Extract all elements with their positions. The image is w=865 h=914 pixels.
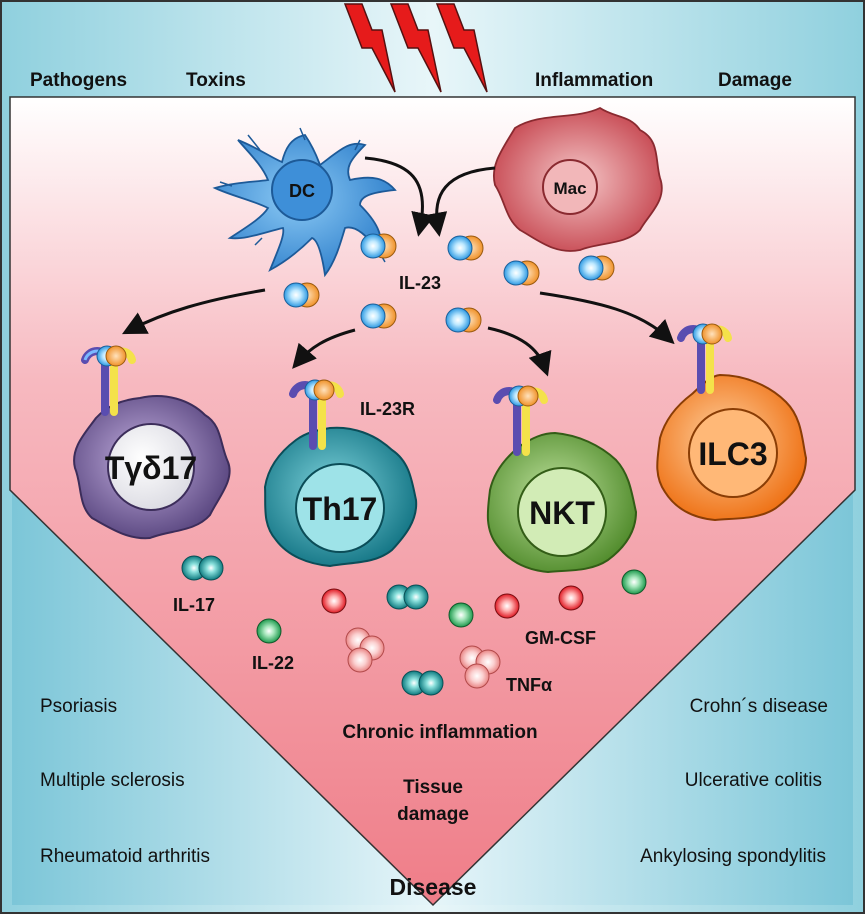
lightning-bolt-icon — [435, 3, 488, 93]
label-il17: IL-17 — [173, 595, 215, 615]
disease-right-item: Crohn´s disease — [690, 696, 828, 717]
gmcsf-cytokine — [321, 588, 347, 614]
label-disease: Disease — [390, 874, 477, 900]
disease-left-item: Multiple sclerosis — [40, 770, 185, 791]
nkt-cell: NKT — [486, 431, 638, 574]
il17-cytokine — [181, 555, 224, 581]
lightning-bolt-icons — [343, 3, 488, 93]
il17-cytokine — [386, 584, 429, 610]
tgd17-cell: Tγδ17 — [73, 394, 231, 540]
gmcsf-cytokine — [558, 585, 584, 611]
label-il23r: IL-23R — [360, 399, 415, 419]
label-toxins: Toxins — [186, 70, 246, 91]
il23-cytokine — [445, 307, 482, 333]
label-damage: Damage — [718, 70, 792, 91]
lightning-bolt-icon — [389, 3, 442, 93]
il23-cytokine — [360, 233, 397, 259]
label-pathogens: Pathogens — [30, 70, 127, 91]
arrow-to-tgd17 — [121, 288, 266, 335]
disease-left-item: Rheumatoid arthritis — [40, 846, 210, 867]
arrow-to-nkt — [487, 326, 552, 377]
il23-cytokine — [578, 255, 615, 281]
label-tgd17: Tγδ17 — [105, 450, 197, 486]
label-tnfa: TNFα — [506, 675, 552, 695]
il23-receptors — [81, 323, 732, 456]
il22-cytokine — [256, 618, 282, 644]
il23-cytokine — [360, 303, 397, 329]
tnfa-cytokine — [459, 645, 501, 689]
il23-receptor — [81, 345, 136, 416]
label-gmcsf: GM-CSF — [525, 628, 596, 648]
th17-cell: Th17 — [263, 426, 418, 568]
label-dc: DC — [289, 181, 315, 201]
label-tissue: Tissue — [403, 777, 463, 798]
arrow-mac-to-il23 — [423, 166, 496, 237]
arrow-dc-to-il23 — [364, 156, 435, 237]
lightning-bolt-icon — [343, 3, 396, 93]
disease-right-item: Ankylosing spondylitis — [640, 846, 826, 867]
arrow-to-th17 — [292, 328, 356, 369]
il23-cytokine — [283, 282, 320, 308]
arrow-to-ilc3 — [539, 291, 675, 345]
disease-left-item: Psoriasis — [40, 696, 117, 717]
macrophage-cell: Mac — [493, 106, 663, 252]
il23-cytokine — [503, 260, 540, 286]
label-th17: Th17 — [303, 491, 378, 527]
il23-receptor — [289, 379, 344, 450]
label-nkt: NKT — [529, 495, 595, 531]
il17-cytokine — [401, 670, 444, 696]
ilc3-cell: ILC3 — [656, 373, 808, 522]
dendritic-cell: DC — [212, 127, 397, 278]
label-mac: Mac — [553, 179, 586, 198]
label-ilc3: ILC3 — [698, 436, 767, 472]
label-il22: IL-22 — [252, 653, 294, 673]
disease-right-item: Ulcerative colitis — [685, 770, 822, 791]
il23-cytokines — [283, 233, 615, 333]
label-damage-outcome: damage — [397, 804, 469, 825]
effector-cytokines — [181, 555, 647, 696]
il23-cytokine — [447, 235, 484, 261]
il22-cytokine — [621, 569, 647, 595]
tnfa-cytokine — [345, 627, 385, 673]
il22-cytokine — [448, 602, 474, 628]
label-chronic-inflammation: Chronic inflammation — [342, 722, 537, 743]
il23-receptor — [493, 385, 548, 456]
gmcsf-cytokine — [494, 593, 520, 619]
label-inflammation: Inflammation — [535, 70, 653, 91]
il23-receptor — [677, 323, 732, 394]
label-il23: IL-23 — [399, 273, 441, 293]
